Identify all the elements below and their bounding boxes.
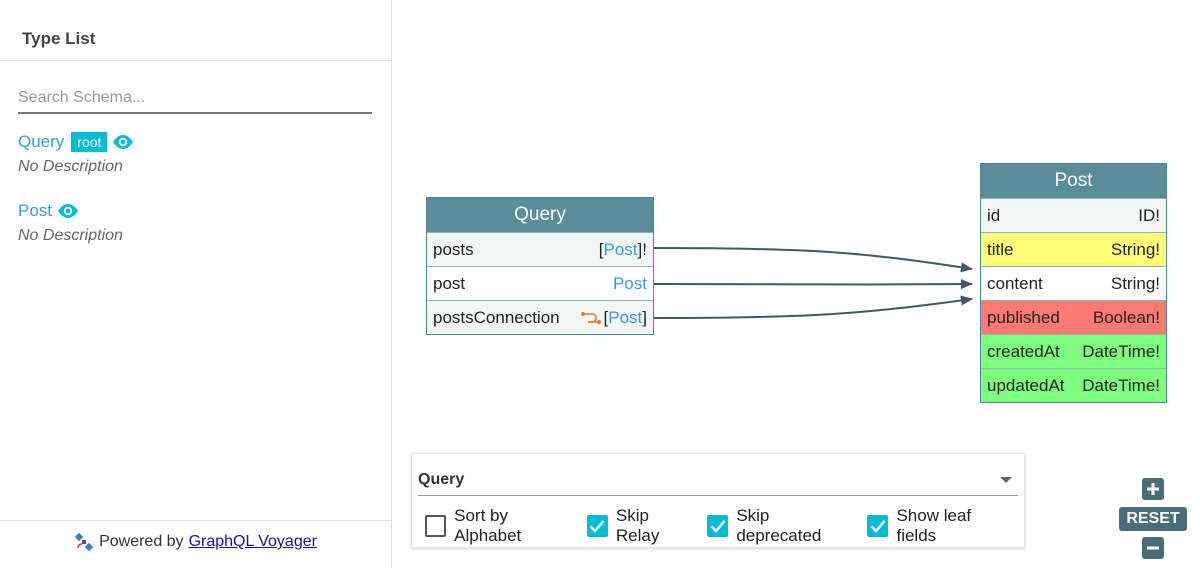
root-badge: root bbox=[71, 132, 108, 152]
field-postsconnection[interactable]: postsConnection [Post] bbox=[427, 300, 653, 334]
field-name: createdAt bbox=[987, 341, 1060, 361]
field-updatedat[interactable]: updatedAt DateTime! bbox=[981, 368, 1166, 402]
field-name: posts bbox=[433, 239, 474, 259]
skip-relay-label: Skip Relay bbox=[615, 506, 660, 545]
sidebar-divider bbox=[0, 60, 391, 61]
field-title[interactable]: title String! bbox=[981, 232, 1166, 266]
type-link-post[interactable]: Post bbox=[608, 307, 643, 327]
type-item-post: Post No Description bbox=[18, 200, 123, 245]
type-link-post[interactable]: Post bbox=[612, 273, 647, 293]
type-list-panel: Type List Query root No Description Post bbox=[0, 0, 392, 568]
plus-icon bbox=[1147, 483, 1159, 495]
graphql-voyager-link[interactable]: GraphQL Voyager bbox=[188, 533, 317, 550]
show-leaf-fields-checkbox[interactable] bbox=[867, 515, 889, 537]
field-type: Boolean! bbox=[1092, 307, 1160, 327]
field-type: [Post] bbox=[580, 307, 647, 328]
root-type-select[interactable]: Query bbox=[418, 464, 1018, 496]
edge-postsconnection[interactable] bbox=[653, 295, 973, 319]
zoom-in-button[interactable] bbox=[1142, 478, 1164, 500]
field-type: DateTime! bbox=[1082, 375, 1160, 395]
minus-icon bbox=[1147, 546, 1159, 550]
field-name: post bbox=[433, 273, 466, 293]
reset-zoom-button[interactable]: RESET bbox=[1119, 507, 1187, 531]
field-posts[interactable]: posts [Post]! bbox=[427, 232, 653, 266]
field-name: title bbox=[987, 239, 1014, 259]
field-name: content bbox=[987, 273, 1043, 293]
field-content[interactable]: content String! bbox=[981, 266, 1166, 300]
checkmark-icon bbox=[710, 520, 726, 533]
post-node-title: Post bbox=[981, 164, 1166, 198]
type-description-post: No Description bbox=[18, 227, 123, 244]
skip-deprecated-checkbox[interactable] bbox=[707, 515, 729, 537]
query-node[interactable]: Query posts [Post]! post Post postsConne… bbox=[426, 197, 654, 335]
edges-layer bbox=[653, 247, 973, 319]
footer-divider bbox=[0, 520, 391, 521]
field-name: postsConnection bbox=[433, 307, 560, 327]
search-schema-input[interactable] bbox=[18, 84, 372, 114]
field-post[interactable]: post Post bbox=[427, 266, 653, 300]
powered-by-footer: Powered by GraphQL Voyager bbox=[0, 532, 391, 552]
type-description-query: No Description bbox=[18, 158, 123, 175]
schema-graph[interactable]: Query posts [Post]! post Post postsConne… bbox=[392, 0, 1200, 568]
sort-by-alphabet-label: Sort by Alphabet bbox=[454, 506, 522, 545]
field-type: ID! bbox=[1138, 205, 1160, 225]
satellite-icon bbox=[74, 532, 94, 552]
zoom-out-button[interactable] bbox=[1142, 537, 1164, 559]
options-checkbox-row: Sort by Alphabet Skip Relay Skip depreca… bbox=[425, 506, 1024, 546]
type-link-post[interactable]: Post bbox=[603, 239, 638, 259]
sort-by-alphabet-option[interactable]: Sort by Alphabet bbox=[425, 506, 573, 546]
field-published[interactable]: published Boolean! bbox=[981, 300, 1166, 334]
eye-icon[interactable] bbox=[111, 133, 135, 151]
field-type: Post bbox=[613, 274, 647, 294]
eye-icon[interactable] bbox=[56, 202, 80, 220]
query-node-title: Query bbox=[427, 198, 653, 232]
skip-relay-checkbox[interactable] bbox=[586, 515, 608, 537]
powered-by-text: Powered by bbox=[99, 533, 184, 550]
field-createdat[interactable]: createdAt DateTime! bbox=[981, 334, 1166, 368]
show-leaf-fields-label: Show leaf fields bbox=[896, 506, 972, 545]
root-type-value: Query bbox=[418, 470, 465, 488]
field-type: String! bbox=[1110, 273, 1160, 293]
skip-deprecated-option[interactable]: Skip deprecated bbox=[707, 506, 853, 546]
field-type: DateTime! bbox=[1082, 341, 1160, 361]
show-leaf-fields-option[interactable]: Show leaf fields bbox=[867, 506, 1010, 546]
caret-down-icon bbox=[1000, 476, 1012, 483]
field-name: published bbox=[987, 307, 1060, 327]
edge-posts[interactable] bbox=[653, 247, 973, 273]
type-name-post[interactable]: Post bbox=[18, 201, 53, 220]
field-name: id bbox=[987, 205, 1001, 225]
field-type: String! bbox=[1110, 239, 1160, 259]
type-name-query[interactable]: Query bbox=[18, 132, 65, 151]
skip-deprecated-label: Skip deprecated bbox=[736, 506, 822, 545]
sort-by-alphabet-checkbox[interactable] bbox=[425, 515, 447, 537]
checkmark-icon bbox=[870, 520, 886, 533]
display-options-panel: Query Sort by Alphabet Skip Relay Skip d… bbox=[411, 453, 1025, 548]
field-id[interactable]: id ID! bbox=[981, 198, 1166, 232]
type-item-query: Query root No Description bbox=[18, 131, 135, 176]
skip-relay-option[interactable]: Skip Relay bbox=[586, 506, 693, 546]
field-name: updatedAt bbox=[987, 375, 1065, 395]
relay-icon bbox=[580, 312, 601, 325]
type-list-title: Type List bbox=[22, 29, 96, 48]
checkmark-icon bbox=[590, 520, 605, 533]
post-node[interactable]: Post id ID! title String! content String… bbox=[980, 163, 1167, 403]
field-type: [Post]! bbox=[598, 239, 647, 259]
